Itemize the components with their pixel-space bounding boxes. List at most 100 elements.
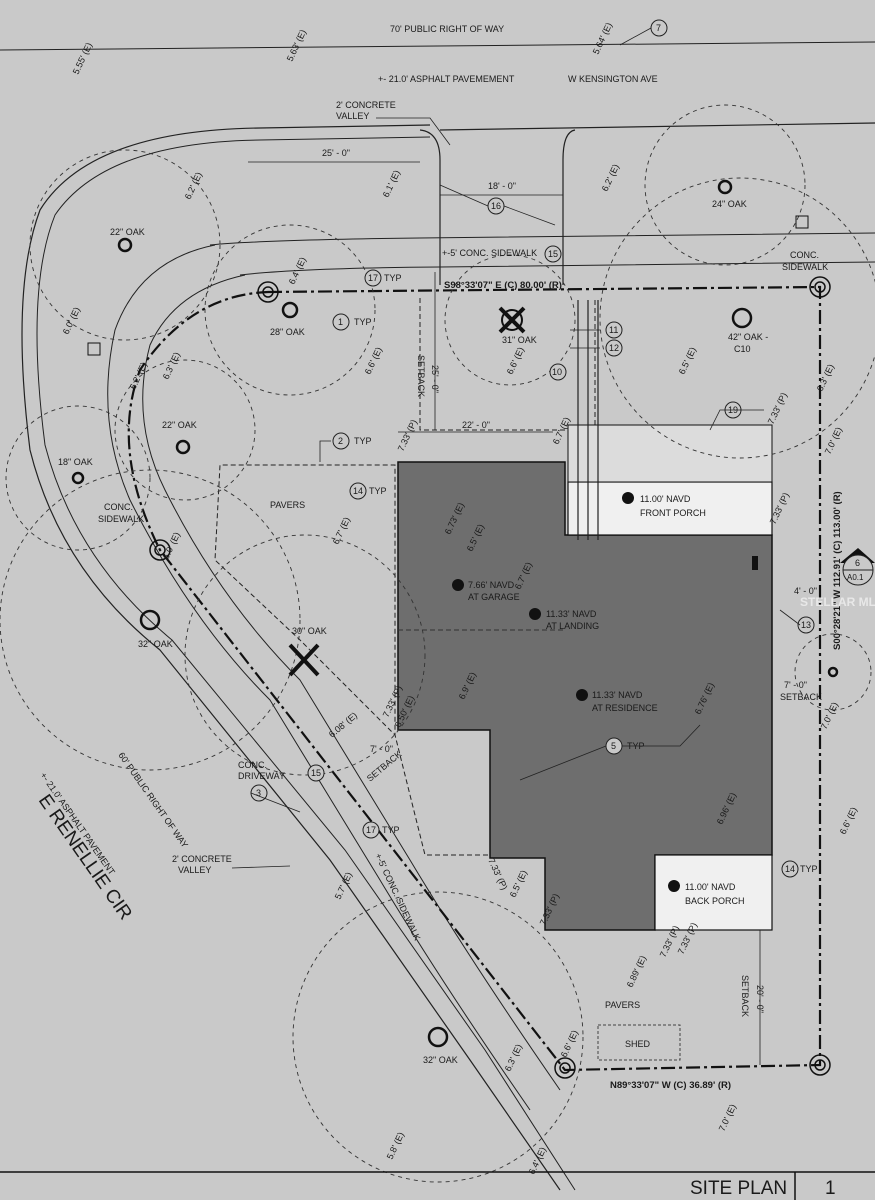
callout-16-num: 16: [491, 201, 501, 211]
spot-18: 6.0' (E): [161, 531, 182, 561]
dim-18: 18' - 0": [488, 181, 516, 191]
monument-se: [809, 1054, 831, 1076]
callout-10: [549, 363, 567, 381]
dim-7a: 7' - 0": [784, 680, 807, 690]
tree-oak18: 18" OAK: [58, 457, 93, 467]
callout-12: [605, 339, 623, 357]
spot-26: 6.89' (E): [625, 954, 648, 989]
sidewalk-left-1: CONC.: [104, 502, 133, 512]
typ-17a: TYP: [384, 273, 402, 283]
front-steps: [567, 424, 773, 483]
canopy-oak22b: [114, 359, 256, 501]
callout-11-num: 11: [609, 325, 618, 335]
removed-oak31-trunk: [501, 309, 523, 331]
prop-1: 7.33' (P): [396, 418, 419, 453]
garage-elev-2: AT GARAGE: [468, 592, 520, 602]
benchmark-residence: [576, 689, 588, 701]
trunk-oak28: [281, 301, 299, 319]
bearing-north: S98°33'07" E (C) 80.00' (R): [444, 280, 562, 291]
property-line: [127, 285, 822, 1072]
valley-left-2: VALLEY: [178, 865, 211, 875]
spot-5: 6.1' (E): [381, 169, 402, 199]
callout-14a: [349, 482, 367, 500]
callout-14b-num: 14: [785, 864, 795, 874]
spot-3: 5.64' (E): [591, 21, 614, 56]
front-elev-1: 11.00' NAVD: [640, 494, 691, 504]
section-bar: [752, 556, 758, 570]
top-row-label: 70' PUBLIC RIGHT OF WAY: [390, 24, 504, 34]
back-porch: [654, 854, 773, 931]
typ-1: TYP: [354, 317, 372, 327]
tree-oak42b: C10: [734, 344, 751, 354]
top-street-name: W KENSINGTON AVE: [568, 74, 658, 84]
sidewalk-right-2: SIDEWALK: [782, 262, 828, 272]
benchmark-garage: [452, 579, 464, 591]
spot-23: 7.0' (E): [819, 701, 840, 731]
shed: [597, 1024, 681, 1061]
sidewalk-line-b: [239, 261, 875, 276]
spot-1: 5.55' (E): [71, 41, 94, 76]
corner-curb-inner: [36, 136, 576, 1191]
callout-14a-num: 14: [353, 486, 363, 496]
dim-4: 4' - 0": [794, 586, 817, 596]
tree-oak22a: 22" OAK: [110, 227, 145, 237]
canopy-oak42: [599, 177, 875, 459]
benchmark-back: [668, 880, 680, 892]
sheet-title: SITE PLAN: [690, 1178, 787, 1199]
dimension-lines: [248, 161, 761, 1065]
canopy-oak28: [204, 224, 376, 396]
landing-elev-1: 11.33' NAVD: [546, 609, 597, 619]
spot-14: 6.3' (E): [161, 351, 182, 381]
canopy-oak30: [184, 534, 426, 776]
spot-31: 7.0' (E): [717, 1103, 738, 1133]
driveway-2: DRIVEWAY: [238, 771, 285, 781]
driveway-cut-top: [419, 129, 576, 285]
sheet-number: 1: [825, 1178, 836, 1199]
callout-15b: [307, 764, 325, 782]
trunk-oak24: [717, 179, 733, 195]
canopy-oak22a: [29, 149, 221, 341]
callout-15b-num: 15: [311, 768, 321, 778]
trunk-oak18: [71, 471, 85, 485]
callout-3-num: 3: [256, 788, 261, 798]
tree-oak22b: 22" OAK: [162, 420, 197, 430]
canopy-oak31: [444, 254, 576, 386]
curb-line-top: [439, 122, 875, 131]
residence-elev-1: 11.33' NAVD: [592, 690, 643, 700]
tree-oak30: 30" OAK: [292, 626, 327, 636]
callout-13: [797, 616, 815, 634]
watermark: STELLAR MLS: [800, 595, 875, 609]
pavers-bottom: PAVERS: [605, 1000, 640, 1010]
setback-label-d: SETBACK: [740, 975, 750, 1017]
callout-10-num: 10: [552, 367, 562, 377]
typ-17b: TYP: [382, 825, 400, 835]
spot-9: 6.6' (E): [363, 346, 384, 376]
spot-13: 6.2' (E): [128, 361, 149, 391]
trunk-oak32b: [427, 1026, 449, 1048]
spot-10: 6.6' (E): [505, 346, 526, 376]
dim-22: 22' - 0": [462, 420, 490, 430]
valley-left-1: 2' CONCRETE: [172, 854, 232, 864]
callout-12-num: 12: [609, 343, 619, 353]
callout-7-num: 7: [656, 23, 661, 33]
driveway-1: CONC.: [238, 760, 267, 770]
spot-6: 6.2' (E): [600, 163, 621, 193]
section-ref: A0.1: [847, 573, 864, 582]
spot-29: 5.8' (E): [385, 1131, 406, 1161]
front-porch: [567, 481, 773, 536]
top-pavement-label: +- 21.0' ASPHALT PAVEMEMENT: [378, 74, 515, 84]
bearing-south: N89°33'07" W (C) 36.89' (R): [610, 1080, 731, 1091]
callout-5-num: 5: [611, 741, 616, 751]
spot-4: 6.2' (E): [183, 171, 204, 201]
tree-oak31: 31" OAK: [502, 335, 537, 345]
dim-7b: 7' - 0": [370, 744, 393, 754]
spot-28: 6.6' (E): [559, 1029, 580, 1059]
pavers-top: PAVERS: [270, 500, 305, 510]
left-row-label: 60' PUBLIC RIGHT OF WAY: [116, 750, 190, 849]
garage-elev-1: 7.66' NAVD: [468, 580, 515, 590]
utility-box-b: [795, 215, 809, 229]
residence-elev-2: AT RESIDENCE: [592, 703, 658, 713]
sidewalk-diag: +-5' CONC. SIDEWALK: [373, 852, 422, 942]
benchmark-front: [622, 492, 634, 504]
